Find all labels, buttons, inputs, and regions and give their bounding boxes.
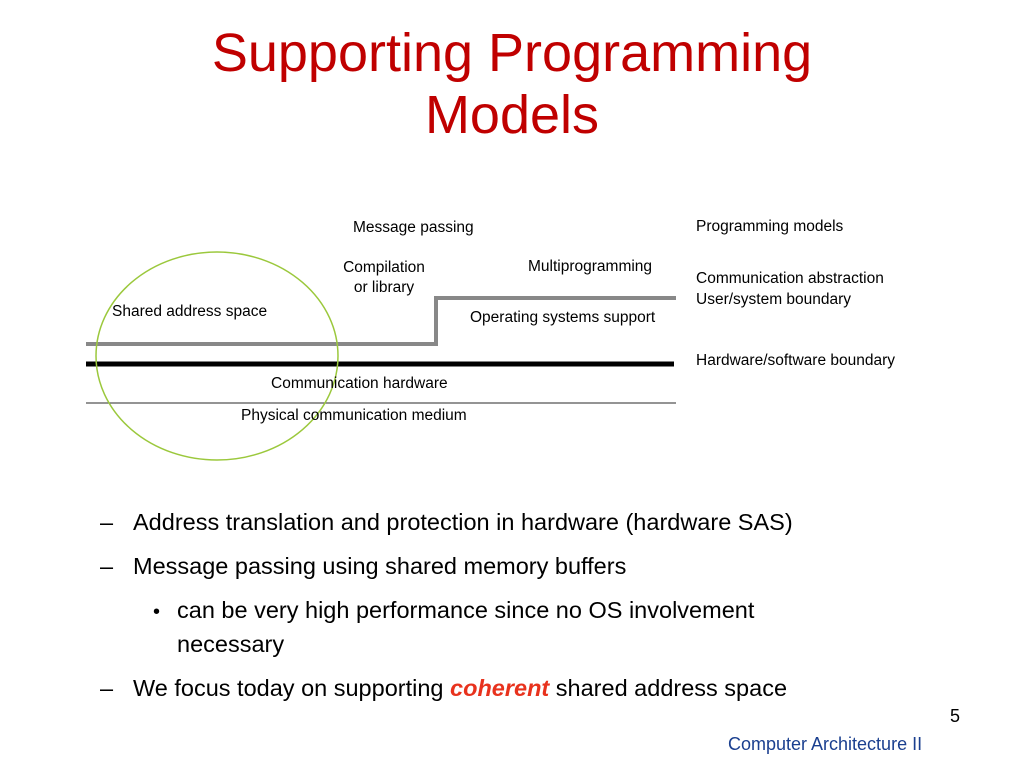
multiprogramming-label: Multiprogramming bbox=[528, 258, 653, 275]
physical-medium-label: Physical communication medium bbox=[241, 407, 467, 424]
hardware-software-boundary-label: Hardware/software boundary bbox=[696, 352, 896, 369]
footer-course-title: Computer Architecture II bbox=[728, 734, 923, 754]
shared-address-space-circle bbox=[95, 251, 339, 461]
slide-title: Supporting Programming Models bbox=[0, 22, 1024, 146]
compilation-label-line1: Compilation bbox=[343, 259, 425, 276]
slide-title-line1: Supporting Programming bbox=[211, 23, 813, 83]
communication-abstraction-label: Communication abstraction bbox=[696, 270, 884, 287]
user-system-boundary-line bbox=[86, 296, 676, 346]
compilation-library-label: Compilation or library bbox=[330, 258, 438, 298]
programming-models-label: Programming models bbox=[696, 218, 844, 235]
communication-hardware-label: Communication hardware bbox=[271, 375, 448, 392]
user-system-boundary-label: User/system boundary bbox=[696, 291, 852, 308]
compilation-label-line2: or library bbox=[353, 279, 415, 296]
os-support-label: Operating systems support bbox=[470, 309, 656, 326]
page-number: 5 bbox=[950, 706, 961, 726]
shared-address-space-label: Shared address space bbox=[112, 303, 268, 320]
message-passing-label: Message passing bbox=[353, 219, 474, 236]
slide-title-line2: Models bbox=[424, 85, 600, 145]
